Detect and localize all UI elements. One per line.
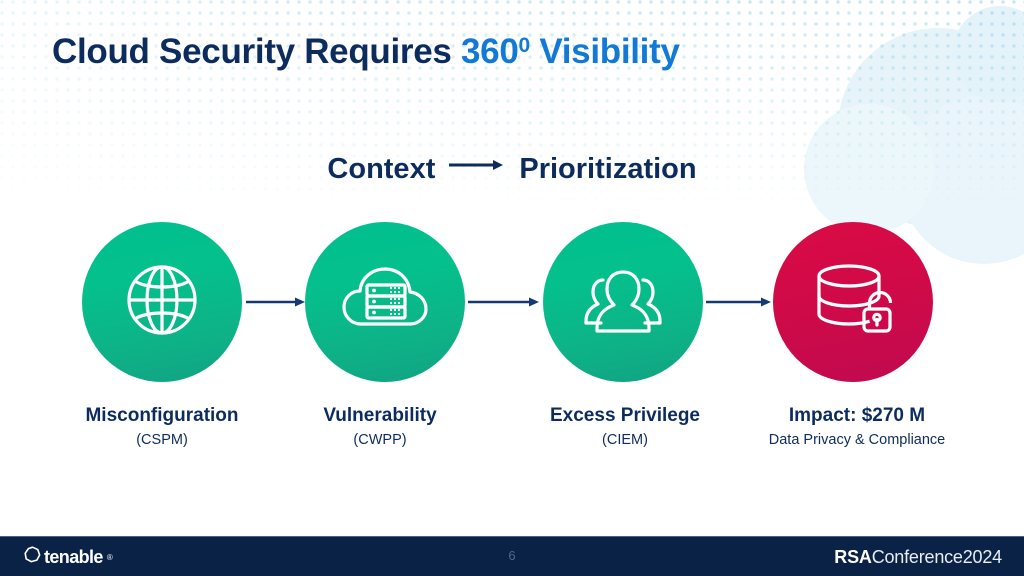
rsa-conference-text: Conference [871, 547, 963, 567]
label-subtitle: (CSPM) [136, 432, 188, 448]
tenable-wordmark: tenable [44, 546, 103, 567]
tenable-logo: tenable ® [24, 546, 113, 568]
tenable-registered-mark: ® [106, 552, 113, 562]
connector-arrow-2 [468, 295, 540, 307]
label-impact: Impact: $270 M Data Privacy & Compliance [727, 404, 987, 450]
rsa-mark-text: RSA [834, 547, 872, 567]
label-subtitle: (CWPP) [353, 432, 407, 448]
database-unlocked-icon [809, 258, 897, 347]
label-title: Excess Privilege [550, 405, 700, 426]
slide-footer: tenable ® 6 RSAConference2024 [0, 536, 1024, 576]
cloud-server-icon [339, 258, 431, 347]
node-misconfiguration [82, 222, 242, 382]
rsa-conference-logo: RSAConference2024 [834, 547, 1002, 568]
slide-title: Cloud Security Requires 3600 Visibility [52, 32, 680, 72]
node-circle [82, 222, 242, 382]
node-vulnerability [305, 222, 465, 382]
background-blob [952, 6, 1024, 102]
node-labels: Misconfiguration (CSPM) Vulnerability (C… [0, 404, 1024, 464]
label-misconfiguration: Misconfiguration (CSPM) [32, 404, 292, 450]
flow-heading-left-label: Context [327, 153, 436, 185]
node-circle [305, 222, 465, 382]
rsa-year-text: 2024 [962, 547, 1002, 567]
right-arrow-icon [449, 146, 505, 179]
users-group-icon [577, 260, 669, 345]
label-title: Impact: $270 M [788, 405, 926, 426]
tenable-hex-logo-icon [24, 546, 41, 568]
flow-heading: Context Prioritization [0, 146, 1024, 186]
label-title: Vulnerability [323, 405, 437, 426]
label-subtitle: (CIEM) [602, 432, 648, 448]
label-subtitle: Data Privacy & Compliance [768, 432, 946, 448]
background-blob [838, 28, 1024, 228]
connector-arrow-1 [246, 295, 306, 307]
slide-title-blue-text: 360 [461, 32, 519, 71]
node-circle [543, 222, 703, 382]
slide-title-blue-tail: Visibility [529, 32, 680, 71]
flow-heading-right-label: Prioritization [519, 153, 697, 185]
connector-arrow-3 [706, 295, 772, 307]
node-impact [773, 222, 933, 382]
globe-icon [120, 258, 204, 347]
node-row [0, 222, 1024, 387]
slide-title-dark-text: Cloud Security Requires [52, 32, 462, 71]
node-circle [773, 222, 933, 382]
label-excess-privilege: Excess Privilege (CIEM) [495, 404, 755, 450]
slide-title-superscript: 0 [518, 34, 531, 57]
label-vulnerability: Vulnerability (CWPP) [250, 404, 510, 450]
page-number: 6 [508, 548, 516, 563]
label-title: Misconfiguration [85, 405, 239, 426]
node-excess-privilege [543, 222, 703, 382]
